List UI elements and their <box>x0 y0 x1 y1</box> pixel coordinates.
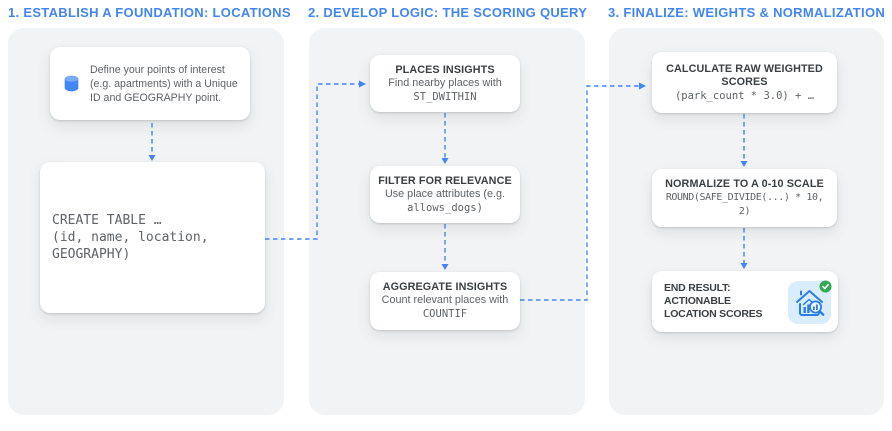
card-code: ST_DWITHIN <box>413 90 477 103</box>
code-line: GEOGRAPHY) <box>52 247 131 262</box>
define-points-text: Define your points of interest (e.g. apa… <box>90 63 238 104</box>
card-code: allows_dogs) <box>407 201 483 214</box>
column-1-header: 1. ESTABLISH A FOUNDATION: LOCATIONS <box>8 5 291 20</box>
aggregate-insights-card: AGGREGATE INSIGHTS Count relevant places… <box>370 272 520 330</box>
filter-relevance-card: FILTER FOR RELEVANCE Use place attribute… <box>370 166 520 223</box>
code-line: (id, name, location, <box>52 230 209 245</box>
database-cylinder-icon <box>64 75 79 92</box>
card-description: Use place attributes (e.g. <box>384 187 506 200</box>
card-code: ROUND(SAFE_DIVIDE(...) * 10, 2) <box>665 191 824 217</box>
define-points-card: Define your points of interest (e.g. apa… <box>50 47 250 120</box>
card-code: COUNTIF <box>422 308 468 320</box>
end-result-card: END RESULT: ACTIONABLE LOCATION SCORES <box>652 271 838 332</box>
card-description: Count relevant places with <box>381 294 509 306</box>
card-description: Find nearby places with <box>388 76 502 89</box>
card-title: NORMALIZE TO A 0-10 SCALE <box>665 177 824 190</box>
house-analytics-icon <box>788 280 832 324</box>
card-title: AGGREGATE INSIGHTS <box>382 281 508 293</box>
normalize-scale-card: NORMALIZE TO A 0-10 SCALE ROUND(SAFE_DIV… <box>652 169 837 227</box>
card-title: CALCULATE RAW WEIGHTED SCORES <box>666 62 823 88</box>
end-result-title: END RESULT: ACTIONABLE LOCATION SCORES <box>664 282 763 320</box>
card-title: PLACES INSIGHTS <box>395 63 495 76</box>
column-2-header: 2. DEVELOP LOGIC: THE SCORING QUERY <box>308 5 588 20</box>
card-title: FILTER FOR RELEVANCE <box>378 174 512 187</box>
create-table-card: CREATE TABLE … (id, name, location, GEOG… <box>40 162 265 313</box>
create-table-code: CREATE TABLE … (id, name, location, GEOG… <box>40 162 265 313</box>
raw-weighted-scores-card: CALCULATE RAW WEIGHTED SCORES (park_coun… <box>652 52 837 113</box>
places-insights-card: PLACES INSIGHTS Find nearby places with … <box>370 55 520 112</box>
check-badge-icon <box>819 280 832 292</box>
card-code: (park_count * 3.0) + … <box>674 89 815 102</box>
code-line: CREATE TABLE … <box>52 213 162 228</box>
column-3-header: 3. FINALIZE: WEIGHTS & NORMALIZATION <box>608 5 886 20</box>
